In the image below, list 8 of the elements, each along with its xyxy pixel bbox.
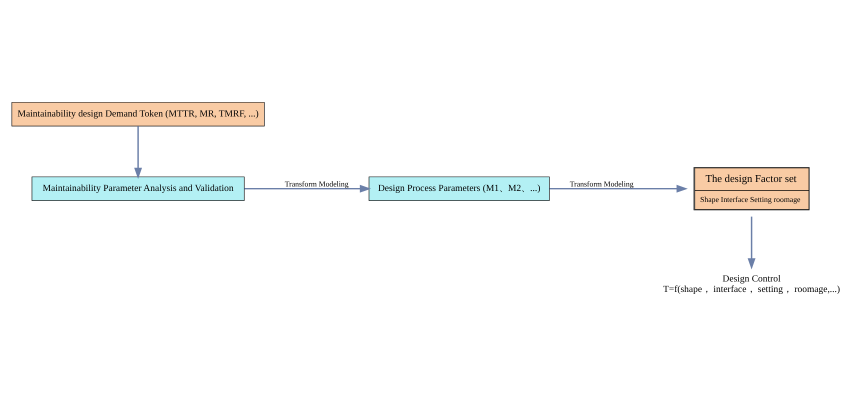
node-box: Maintainability Parameter Analysis and Validation [32,176,245,200]
arrow [748,216,756,270]
arrow [550,184,688,192]
arrow [134,126,142,178]
node-text: Design Control T=f(shape， interface， setting， roomage,...) [663,274,840,295]
node-box: Maintainability design Demand Token (MTTR, MR, TMRF, ...) [12,102,265,126]
node-box: Design Process Parameters (M1、M2、...) [368,176,550,200]
arrow [244,184,372,192]
